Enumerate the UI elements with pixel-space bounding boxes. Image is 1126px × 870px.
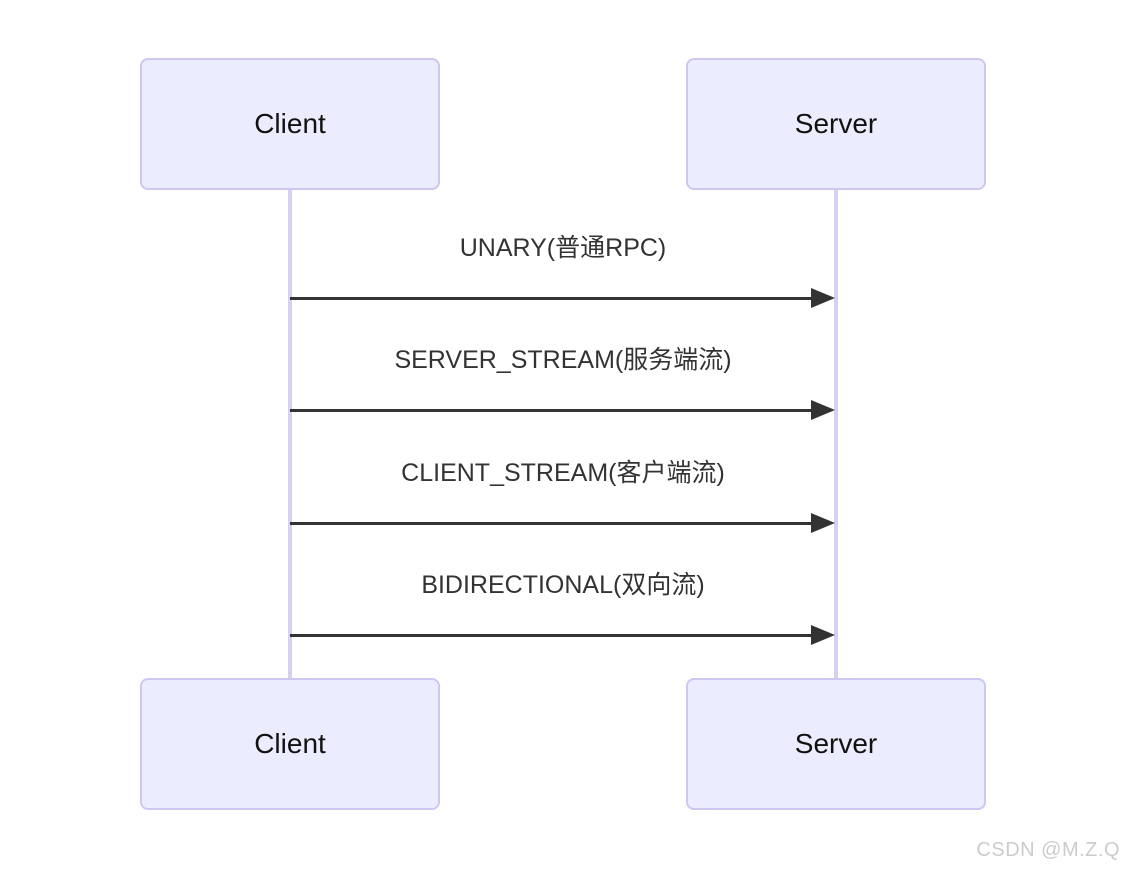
lifeline-client — [288, 190, 292, 678]
actor-box-server-bottom: Server — [686, 678, 986, 810]
actor-label-client-bottom: Client — [254, 728, 326, 759]
message-label-server-stream: SERVER_STREAM(服务端流) — [394, 346, 732, 374]
message-label-bidirectional: BIDIRECTIONAL(双向流) — [421, 571, 705, 599]
actor-label-client-top: Client — [254, 108, 326, 139]
arrowhead-icon — [811, 513, 835, 533]
message-label-client-stream: CLIENT_STREAM(客户端流) — [401, 459, 725, 487]
arrowhead-icon — [811, 400, 835, 420]
arrowhead-icon — [811, 288, 835, 308]
lifeline-server — [834, 190, 838, 678]
message-arrow-line-bidirectional — [290, 634, 812, 637]
message-label-unary: UNARY(普通RPC) — [459, 234, 667, 262]
message-arrow-line-server-stream — [290, 409, 812, 412]
actor-box-client-bottom: Client — [140, 678, 440, 810]
arrowhead-icon — [811, 625, 835, 645]
message-arrow-line-unary — [290, 297, 812, 300]
message-arrow-line-client-stream — [290, 522, 812, 525]
actor-box-server-top: Server — [686, 58, 986, 190]
csdn-watermark: CSDN @M.Z.Q — [976, 839, 1120, 861]
actor-label-server-bottom: Server — [794, 728, 878, 759]
actor-box-client-top: Client — [140, 58, 440, 190]
actor-label-server-top: Server — [794, 108, 878, 139]
